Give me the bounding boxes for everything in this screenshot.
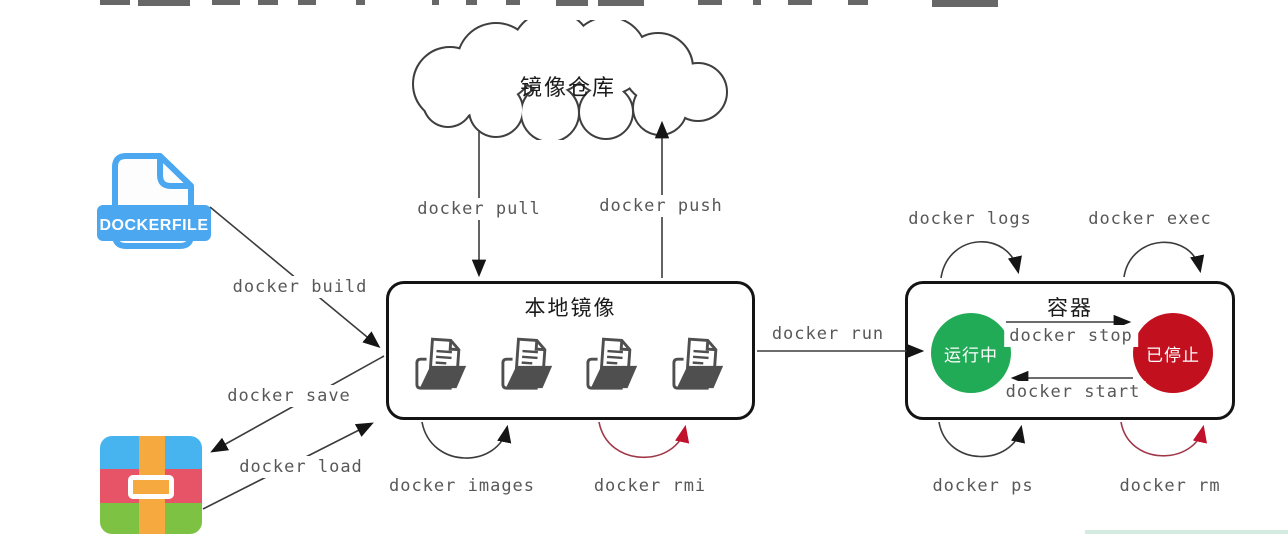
arrow-docker-images — [421, 421, 512, 459]
label-docker-build: docker build — [227, 276, 373, 298]
label-docker-stop: docker stop — [1004, 325, 1138, 347]
archive-buckle — [128, 475, 174, 499]
state-stopped-label: 已停止 — [1146, 345, 1200, 365]
label-docker-run: docker run — [766, 323, 890, 345]
image-folder-icon — [411, 336, 473, 392]
arrow-docker-rm — [1120, 421, 1207, 457]
arrow-docker-exec — [1123, 241, 1205, 278]
image-folder-icon — [582, 336, 644, 392]
label-docker-images: docker images — [383, 475, 541, 497]
image-folder-icon — [668, 336, 730, 392]
label-docker-pull: docker pull — [412, 198, 546, 220]
container-title: 容器 — [1047, 297, 1093, 320]
dockerfile-banner-label: DOCKERFILE — [100, 217, 209, 234]
label-docker-exec: docker exec — [1083, 208, 1217, 230]
dockerfile-icon: DOCKERFILE — [96, 150, 212, 254]
image-icons-row — [411, 336, 730, 392]
archive-file-icon — [100, 436, 202, 534]
local-images-box: 本地镜像 — [386, 281, 755, 420]
label-docker-logs: docker logs — [903, 208, 1037, 230]
label-docker-rmi: docker rmi — [588, 475, 712, 497]
cloud-icon — [412, 10, 728, 143]
arrow-docker-ps — [938, 421, 1026, 458]
image-folder-icon — [497, 336, 559, 392]
label-docker-push: docker push — [594, 195, 728, 217]
label-docker-load: docker load — [234, 456, 368, 478]
registry-cloud: 镜像仓库 — [392, 10, 744, 143]
bottom-edge-strip — [1085, 530, 1288, 534]
arrow-docker-logs — [940, 241, 1022, 279]
label-docker-save: docker save — [222, 385, 356, 407]
label-docker-start: docker start — [1000, 381, 1146, 403]
local-images-title: 本地镜像 — [524, 297, 617, 320]
state-running-label: 运行中 — [944, 345, 998, 365]
label-docker-ps: docker ps — [927, 475, 1039, 497]
state-stopped: 已停止 — [1133, 313, 1213, 393]
arrow-docker-rmi — [598, 421, 690, 458]
state-running: 运行中 — [931, 313, 1011, 393]
label-docker-rm: docker rm — [1114, 475, 1226, 497]
registry-cloud-label: 镜像仓库 — [519, 75, 616, 100]
